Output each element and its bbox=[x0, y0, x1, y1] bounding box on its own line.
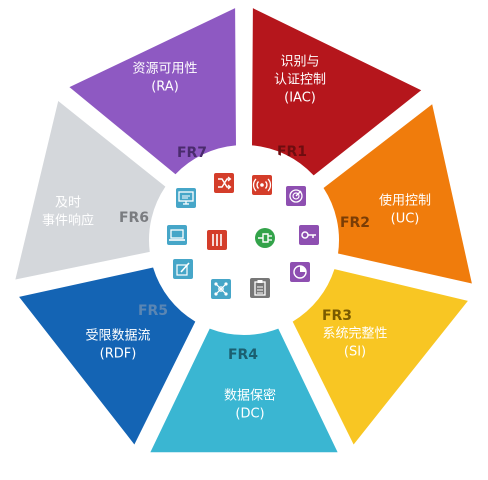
shuffle-icon bbox=[214, 173, 234, 193]
fr-code-label: FR7 bbox=[177, 145, 207, 161]
segment-fr5: 受限数据流 (RDF) FR5 bbox=[19, 267, 196, 445]
segment-shape bbox=[15, 101, 166, 280]
segment-shape bbox=[69, 8, 236, 175]
radar-icon bbox=[286, 186, 306, 206]
segment-fr4: 数据保密 (DC) FR4 bbox=[150, 328, 338, 453]
wireless-icon bbox=[252, 175, 272, 195]
segment-label-line: (RDF) bbox=[100, 347, 137, 362]
segment-label-line: 识别与 bbox=[280, 55, 319, 70]
edit-icon bbox=[173, 259, 193, 279]
segment-label-line: (DC) bbox=[235, 407, 264, 422]
fr-code-label: FR6 bbox=[119, 210, 149, 226]
segment-shape bbox=[19, 267, 196, 445]
segment-label-line: 认证控制 bbox=[274, 73, 326, 88]
segment-label-line: 受限数据流 bbox=[85, 329, 150, 344]
segment-shape bbox=[292, 269, 468, 445]
clipboard-icon bbox=[250, 278, 270, 298]
segment-label-line: 事件响应 bbox=[42, 213, 94, 229]
segment-label-line: 数据保密 bbox=[224, 388, 276, 404]
segment-label-line: (UC) bbox=[391, 212, 420, 227]
segment-fr3: 系统完整性 (SI) FR3 bbox=[292, 269, 468, 445]
segment-fr2: 使用控制 (UC) FR2 bbox=[323, 104, 472, 284]
key-icon bbox=[299, 225, 319, 245]
fr-code-label: FR2 bbox=[340, 215, 370, 231]
network-icon bbox=[211, 279, 231, 299]
segment-label-line: 使用控制 bbox=[379, 193, 431, 209]
pie-icon bbox=[290, 262, 310, 282]
segment-shape bbox=[150, 328, 338, 453]
laptop-icon bbox=[167, 225, 187, 245]
segment-label-line: (IAC) bbox=[284, 91, 316, 106]
segment-label-line: 资源可用性 bbox=[132, 62, 197, 77]
plug-icon bbox=[255, 228, 275, 248]
fr-code-label: FR1 bbox=[277, 144, 307, 160]
segment-label-line: (SI) bbox=[344, 345, 366, 360]
fr-code-label: FR3 bbox=[322, 308, 352, 324]
segment-label-line: 及时 bbox=[55, 196, 81, 211]
server-icon bbox=[207, 230, 227, 250]
segment-label-line: 系统完整性 bbox=[322, 327, 387, 342]
segment-label-line: (RA) bbox=[151, 80, 179, 95]
segment-fr7: 资源可用性 (RA) FR7 bbox=[69, 8, 236, 175]
fr-code-label: FR5 bbox=[138, 303, 168, 319]
monitor-icon bbox=[176, 188, 196, 208]
fr-code-label: FR4 bbox=[228, 347, 258, 363]
segment-shape bbox=[323, 104, 472, 284]
segment-shape bbox=[252, 8, 422, 176]
